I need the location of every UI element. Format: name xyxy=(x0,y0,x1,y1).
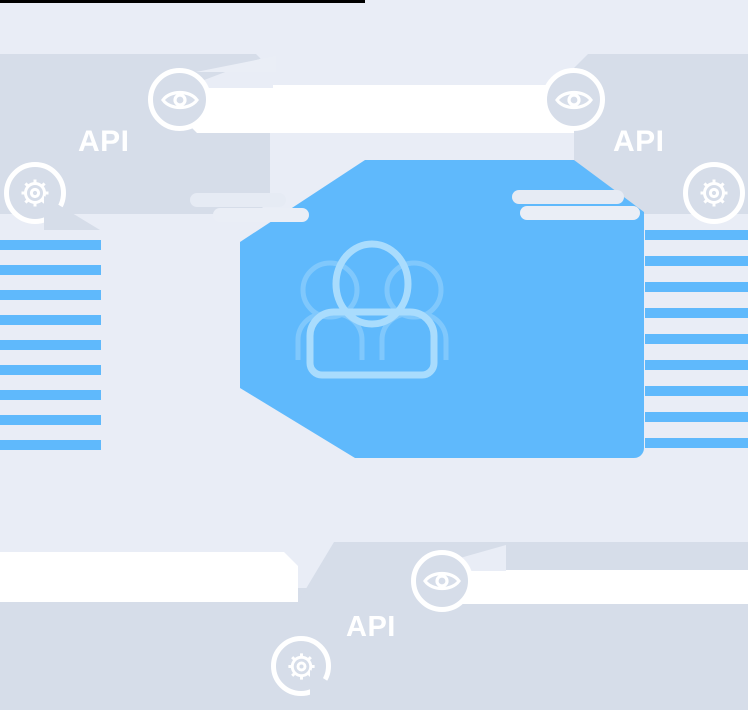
pill-bar-hub-upper xyxy=(512,190,624,204)
stripe-row xyxy=(0,315,101,325)
white-band-bottom xyxy=(0,552,298,602)
stripe-row xyxy=(0,265,101,275)
stripe-row xyxy=(0,290,101,300)
gear-icon xyxy=(700,179,728,207)
eye-icon xyxy=(160,90,199,109)
stripe-row xyxy=(0,415,101,425)
stripe-row xyxy=(645,334,748,344)
stripe-row xyxy=(645,360,748,370)
eye-icon-disc-bottom[interactable] xyxy=(411,550,473,612)
pill-bar-left-upper xyxy=(190,193,286,207)
eye-icon xyxy=(554,90,593,109)
eye-icon-disc-top-right[interactable] xyxy=(542,68,605,131)
stripe-row xyxy=(0,390,101,400)
stripe-row xyxy=(645,438,748,448)
stripe-row xyxy=(645,282,748,292)
api-label-bottom-center: API xyxy=(346,611,396,643)
stripe-row xyxy=(645,412,748,422)
api-label-top-right: API xyxy=(613,125,665,158)
stripe-row xyxy=(0,365,101,375)
stripe-row xyxy=(0,240,101,250)
pill-bar-hub-lower xyxy=(520,206,640,220)
eye-icon xyxy=(423,571,461,591)
white-band-top xyxy=(183,85,590,133)
stripe-row xyxy=(645,256,748,266)
stripes-right xyxy=(645,230,748,448)
eye-icon-disc-top-left[interactable] xyxy=(148,68,211,131)
stripes-left xyxy=(0,240,101,450)
stripe-row xyxy=(645,308,748,318)
gear-icon xyxy=(21,179,49,207)
white-band-bottom-right xyxy=(454,570,748,604)
gear-icon xyxy=(287,652,315,680)
stripe-row xyxy=(645,230,748,240)
pill-bar-left-lower xyxy=(213,208,309,222)
users-group-icon xyxy=(288,232,456,380)
stripe-row xyxy=(645,386,748,396)
stripe-row xyxy=(0,440,101,450)
api-panel-bottom-center xyxy=(0,588,748,710)
gear-icon-disc-top-left[interactable] xyxy=(4,162,66,224)
gear-icon-disc-top-right[interactable] xyxy=(683,162,745,224)
stripe-row xyxy=(0,340,101,350)
top-rule xyxy=(0,0,365,3)
api-label-top-left: API xyxy=(78,125,130,158)
